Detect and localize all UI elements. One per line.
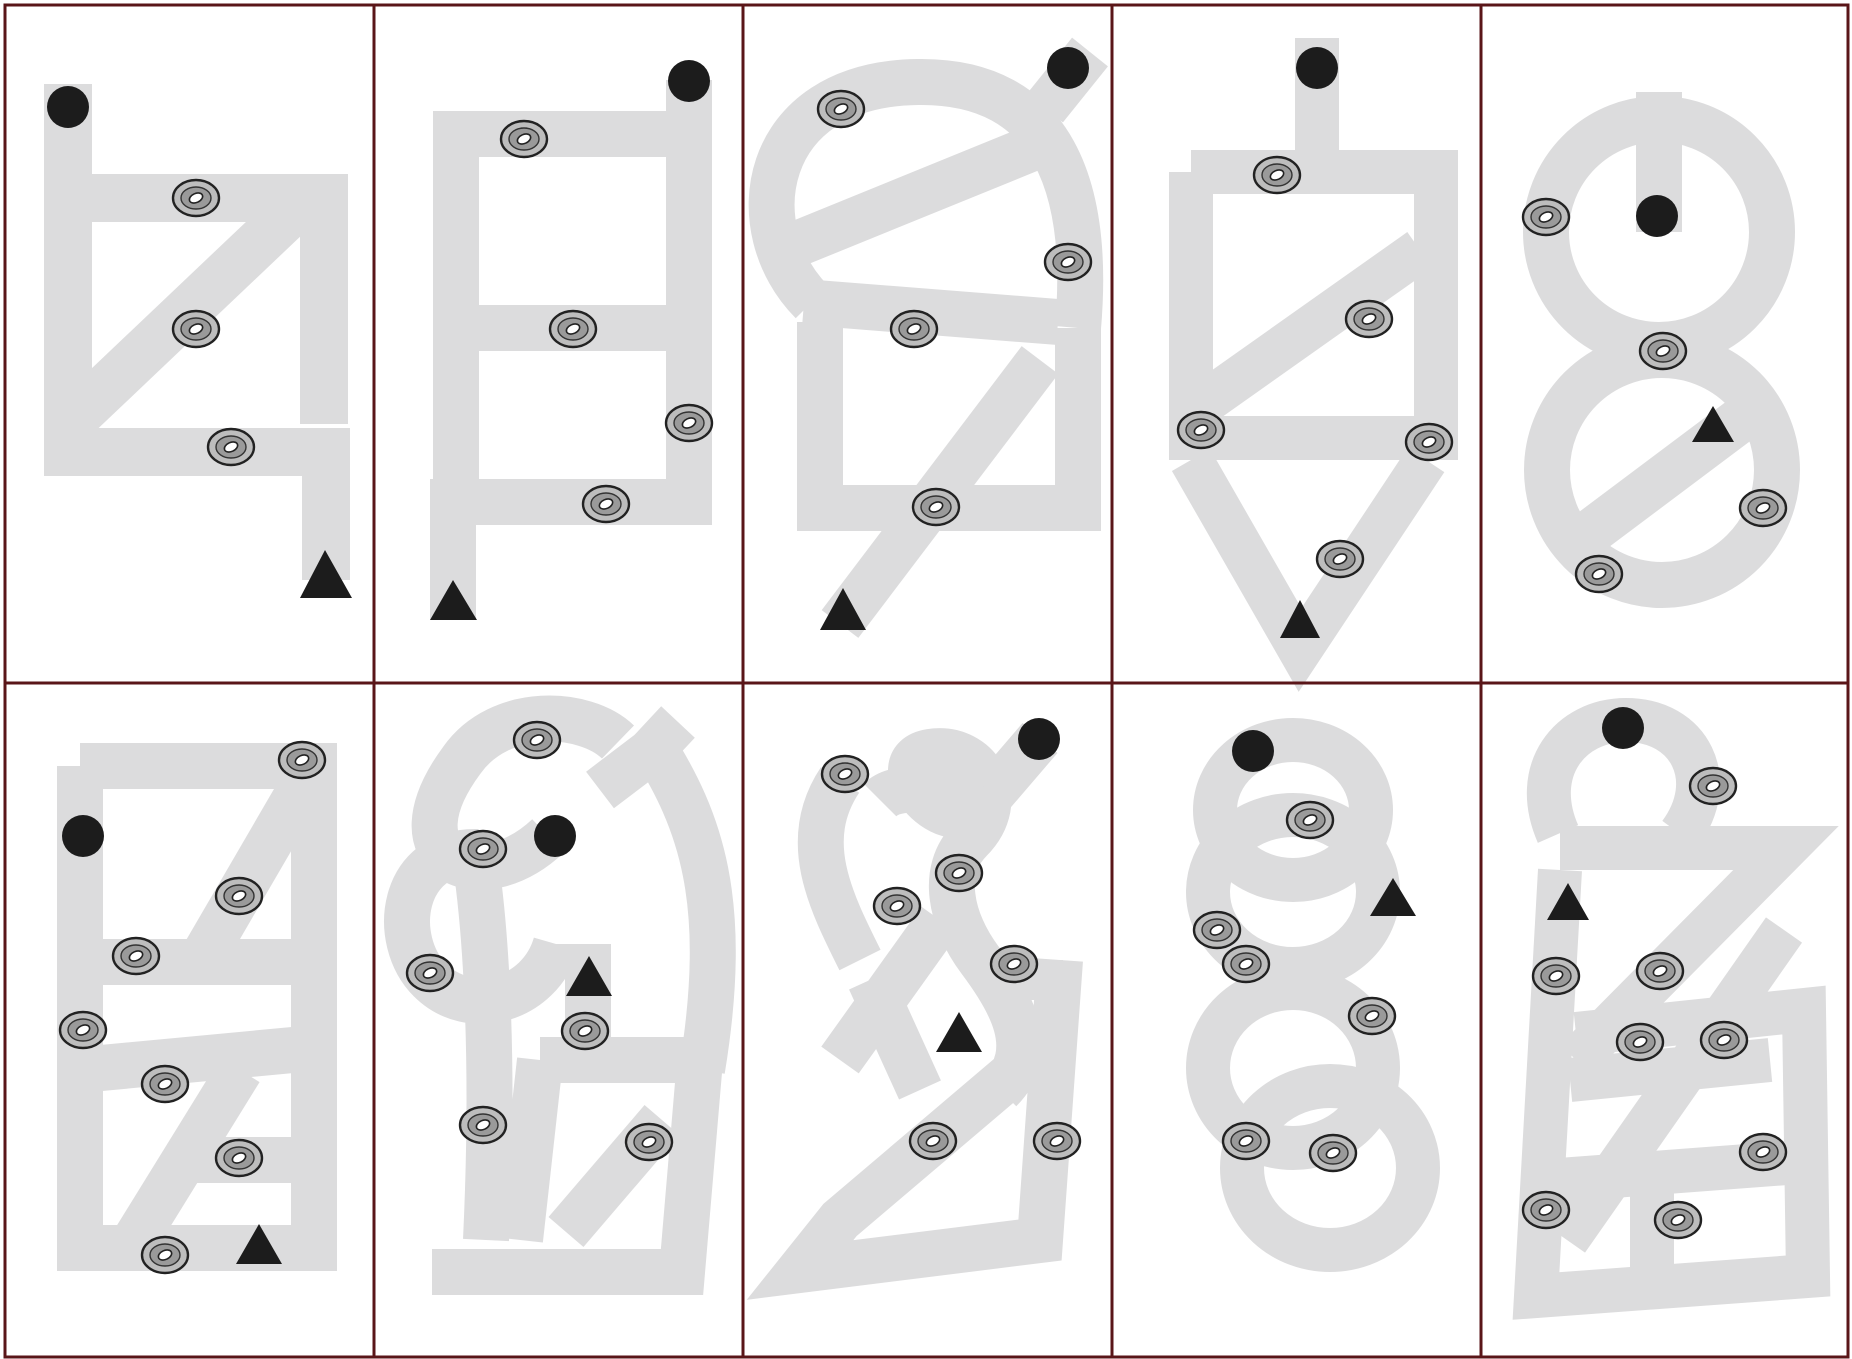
coin-ring-icon[interactable] (142, 1066, 188, 1102)
coin-ring-icon[interactable] (142, 1237, 188, 1273)
path-track (453, 80, 689, 620)
coin-ring-icon[interactable] (173, 311, 219, 347)
coin-ring-icon[interactable] (279, 742, 325, 778)
start-circle-icon[interactable] (1602, 707, 1644, 749)
coin-ring-icon[interactable] (1346, 301, 1392, 337)
goal-triangle-icon[interactable] (936, 1012, 982, 1052)
coin-ring-icon[interactable] (1310, 1135, 1356, 1171)
coin-ring-icon[interactable] (822, 756, 868, 792)
coin-ring-icon[interactable] (1045, 244, 1091, 280)
coin-ring-icon[interactable] (1317, 541, 1363, 577)
puzzle-6 (60, 742, 325, 1273)
start-circle-icon[interactable] (1296, 47, 1338, 89)
coin-ring-icon[interactable] (1194, 912, 1240, 948)
coin-ring-icon[interactable] (666, 405, 712, 441)
coin-ring-icon[interactable] (1740, 490, 1786, 526)
coin-ring-icon[interactable] (562, 1013, 608, 1049)
start-circle-icon[interactable] (1047, 47, 1089, 89)
coin-ring-icon[interactable] (1254, 157, 1300, 193)
start-circle-icon[interactable] (534, 815, 576, 857)
coin-ring-icon[interactable] (216, 878, 262, 914)
coin-ring-icon[interactable] (936, 855, 982, 891)
coin-ring-icon[interactable] (1533, 958, 1579, 994)
coin-ring-icon[interactable] (1223, 946, 1269, 982)
coin-ring-icon[interactable] (208, 429, 254, 465)
start-circle-icon[interactable] (668, 60, 710, 102)
path-track (80, 766, 314, 1248)
coin-ring-icon[interactable] (874, 888, 920, 924)
coin-ring-icon[interactable] (1523, 1192, 1569, 1228)
start-circle-icon[interactable] (1636, 195, 1678, 237)
coin-ring-icon[interactable] (1034, 1123, 1080, 1159)
coin-ring-icon[interactable] (1740, 1134, 1786, 1170)
coin-ring-icon[interactable] (910, 1123, 956, 1159)
coin-ring-icon[interactable] (583, 486, 629, 522)
coin-ring-icon[interactable] (891, 311, 937, 347)
puzzle-4 (1178, 38, 1452, 650)
coin-ring-icon[interactable] (1640, 333, 1686, 369)
coin-ring-icon[interactable] (460, 831, 506, 867)
coin-ring-icon[interactable] (60, 1012, 106, 1048)
puzzle-10 (1523, 707, 1808, 1296)
coin-ring-icon[interactable] (1655, 1202, 1701, 1238)
coin-ring-icon[interactable] (1223, 1123, 1269, 1159)
coin-ring-icon[interactable] (460, 1107, 506, 1143)
coin-ring-icon[interactable] (1690, 768, 1736, 804)
coin-ring-icon[interactable] (913, 489, 959, 525)
puzzle-7 (407, 719, 713, 1272)
coin-ring-icon[interactable] (1287, 802, 1333, 838)
coin-ring-icon[interactable] (1178, 412, 1224, 448)
start-circle-icon[interactable] (1018, 718, 1060, 760)
coin-ring-icon[interactable] (1523, 199, 1569, 235)
coin-ring-icon[interactable] (991, 946, 1037, 982)
coin-ring-icon[interactable] (173, 180, 219, 216)
coin-ring-icon[interactable] (626, 1124, 672, 1160)
coin-ring-icon[interactable] (113, 938, 159, 974)
puzzle-5 (1523, 92, 1786, 592)
coin-ring-icon[interactable] (550, 311, 596, 347)
coin-ring-icon[interactable] (1637, 953, 1683, 989)
coin-ring-icon[interactable] (514, 722, 560, 758)
coin-ring-icon[interactable] (1349, 998, 1395, 1034)
puzzle-9 (1194, 730, 1418, 1250)
coin-ring-icon[interactable] (216, 1140, 262, 1176)
start-circle-icon[interactable] (47, 86, 89, 128)
coin-ring-icon[interactable] (501, 121, 547, 157)
puzzle-8 (800, 718, 1080, 1270)
puzzle-1 (47, 84, 352, 598)
start-circle-icon[interactable] (62, 815, 104, 857)
coin-ring-icon[interactable] (1617, 1024, 1663, 1060)
coin-ring-icon[interactable] (1576, 556, 1622, 592)
puzzle-2 (430, 60, 712, 620)
start-circle-icon[interactable] (1232, 730, 1274, 772)
coin-ring-icon[interactable] (1406, 424, 1452, 460)
coin-ring-icon[interactable] (818, 91, 864, 127)
coin-ring-icon[interactable] (407, 955, 453, 991)
path-track (407, 719, 713, 1272)
path-track (1191, 38, 1436, 650)
puzzle-3 (772, 47, 1091, 630)
coin-ring-icon[interactable] (1701, 1022, 1747, 1058)
path-track (800, 738, 1060, 1270)
